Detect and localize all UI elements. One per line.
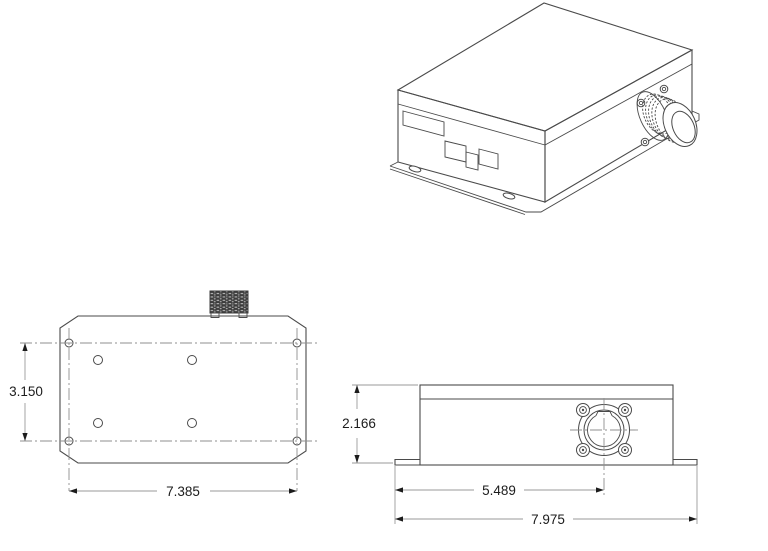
switch-cutout [465, 151, 479, 171]
connector-jackscrews [576, 403, 632, 457]
connector-screw [640, 137, 650, 147]
arrowhead-up [22, 343, 28, 351]
isometric-view [389, 2, 700, 215]
inner-screw-holes [93, 355, 197, 428]
body-outline [419, 384, 674, 466]
dimension-label-overall-width: 7.975 [531, 512, 565, 527]
flange-slot [502, 192, 516, 200]
mounting-flange-iso [389, 110, 700, 215]
connector-foot [238, 312, 248, 318]
arrowhead-up [354, 385, 360, 393]
connector-screw-head [642, 139, 648, 145]
dimension-label-width: 7.385 [166, 484, 200, 499]
dimension-label-height: 2.166 [342, 416, 376, 431]
arrowhead-left [395, 516, 403, 522]
dimension-overall-width: 7.975 [395, 512, 697, 527]
connector-keyway [587, 411, 621, 447]
connector-screw-head [638, 100, 644, 106]
arrowhead-right [289, 488, 297, 494]
flange-outer-edge [389, 110, 700, 213]
top-view-centerlines [20, 328, 317, 491]
top-face [396, 2, 694, 132]
connector-foot [210, 312, 220, 318]
arrowhead-left [69, 488, 77, 494]
front-face [397, 89, 546, 203]
front-panel-features-iso [402, 110, 499, 171]
arrowhead-down [354, 455, 360, 463]
side-view: 2.166 5.489 7.975 [342, 384, 698, 527]
arrowhead-down [22, 433, 28, 441]
label-plate [402, 110, 445, 137]
enclosure-body-iso [396, 2, 694, 203]
dimension-top-view-width: 7.385 [69, 484, 297, 499]
connector-top-view [209, 290, 249, 318]
connector-opening [671, 110, 696, 144]
arrowhead-left [395, 487, 403, 493]
lid-seam-right [544, 63, 693, 146]
corner-mounting-holes [64, 338, 302, 446]
screw-hole [93, 355, 103, 365]
screw-hole [93, 418, 103, 428]
arrowhead-right [689, 516, 697, 522]
circular-connector-side [570, 398, 638, 495]
screw-hole [187, 355, 197, 365]
flange-left [394, 458, 420, 466]
flange-right [673, 458, 698, 466]
dimension-label-connector-offset: 5.489 [482, 483, 516, 498]
dimension-label-height: 3.150 [9, 384, 43, 399]
flange-left-cap [389, 161, 399, 167]
connector-screw [659, 84, 669, 94]
dimension-side-view-height: 2.166 [342, 384, 418, 464]
connector-screw-head [661, 86, 667, 92]
circular-connector-iso [636, 84, 698, 147]
top-view: 3.150 7.385 [9, 290, 317, 499]
lid-seam-front [397, 103, 546, 146]
switch-cutout [478, 148, 499, 170]
connector-knurled-block [209, 290, 249, 314]
switch-cutout [444, 140, 467, 163]
top-view-outline [59, 315, 307, 464]
flange-slot [408, 165, 422, 173]
dimension-top-view-height: 3.150 [9, 343, 43, 441]
screw-hole [187, 418, 197, 428]
flange-thickness-edge [389, 168, 526, 215]
dimension-connector-offset: 5.489 [395, 483, 604, 498]
arrowhead-right [596, 487, 604, 493]
enclosure-body-side [394, 384, 698, 466]
